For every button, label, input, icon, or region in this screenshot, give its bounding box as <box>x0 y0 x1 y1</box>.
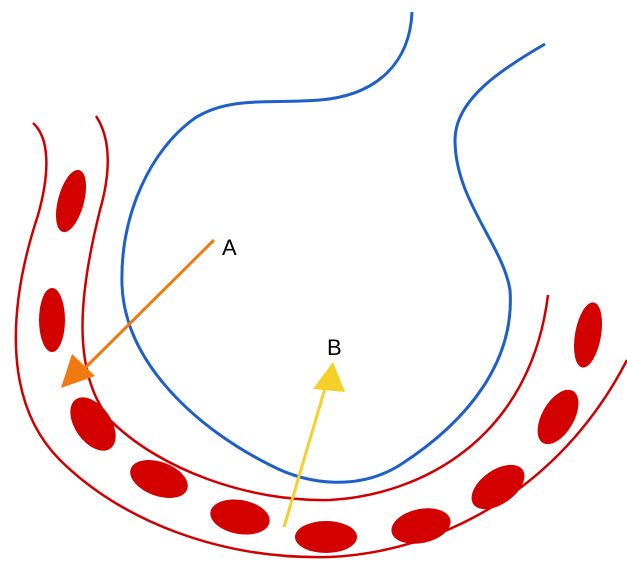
red-blood-cell <box>125 453 193 505</box>
red-blood-cell <box>295 521 357 553</box>
label-b: B <box>327 335 342 360</box>
capillary-inner-wall <box>83 116 549 500</box>
label-a: A <box>222 235 237 260</box>
red-blood-cell <box>388 503 454 549</box>
alveolus-outline <box>122 12 545 482</box>
arrow-b-shaft <box>284 385 326 527</box>
red-blood-cell <box>39 288 65 352</box>
arrow-b <box>284 362 345 527</box>
red-blood-cell <box>50 167 92 236</box>
capillary-vessel <box>16 116 627 557</box>
red-blood-cells <box>39 167 607 553</box>
arrow-a-shaft <box>85 240 214 368</box>
red-blood-cell <box>208 495 273 539</box>
red-blood-cell <box>569 300 606 370</box>
capillary-outer-wall <box>16 123 627 557</box>
arrow-b-head <box>313 362 345 392</box>
red-blood-cell <box>529 383 587 451</box>
